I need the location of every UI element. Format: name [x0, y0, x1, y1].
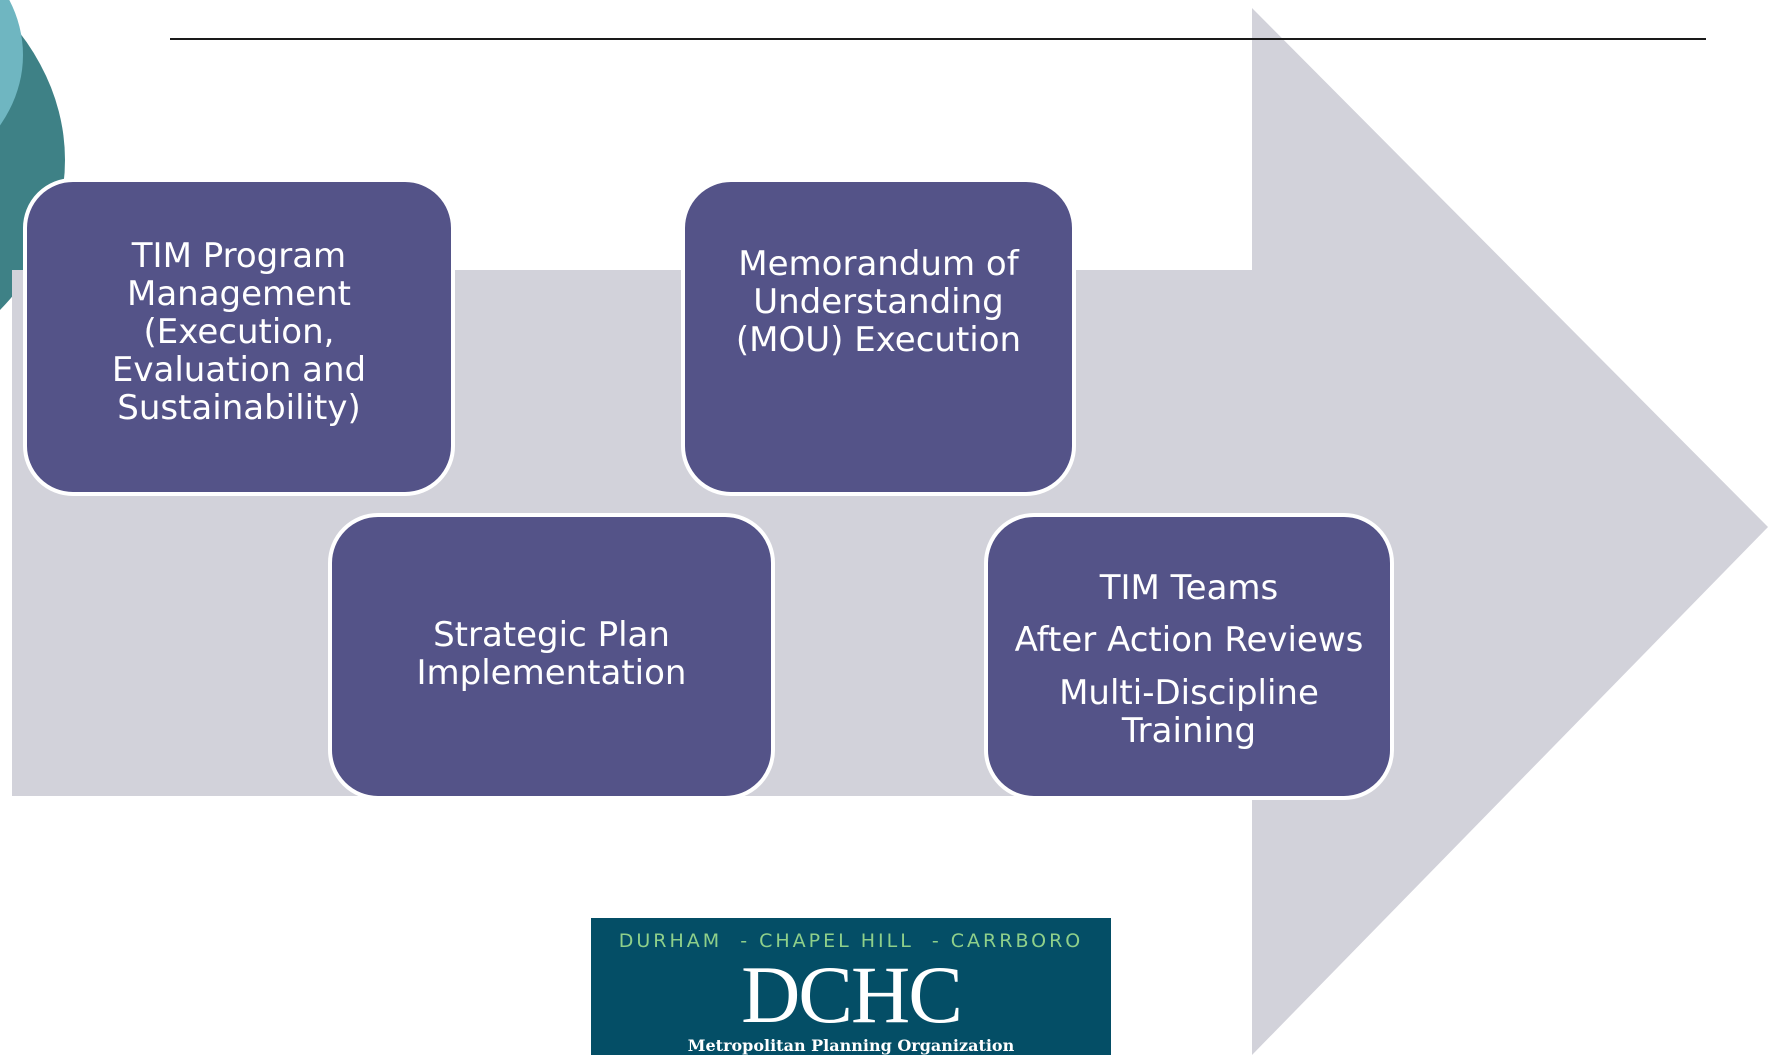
box-paragraph: TIM Teams [1100, 569, 1279, 607]
logo-tagline: DURHAM - CHAPEL HILL - CARRBORO [618, 930, 1084, 952]
box-text-line: Multi-Discipline [1059, 672, 1319, 713]
box-paragraph: After Action Reviews [1015, 621, 1364, 659]
box-text-line: (Execution, [143, 311, 335, 352]
box-text-line: Understanding [753, 281, 1004, 322]
box-text-line: Training [1121, 710, 1257, 751]
box-text-line: Memorandum of [738, 243, 1019, 284]
box-text-line: TIM Teams [1099, 568, 1279, 609]
box-text-line: Sustainability) [117, 388, 361, 429]
box-text-line: Management [127, 273, 351, 314]
dchc-mpo-logo: DURHAM - CHAPEL HILL - CARRBORO DCHC Met… [591, 918, 1111, 1055]
logo-mark: DCHC [741, 949, 963, 1040]
title-rule [170, 38, 1706, 40]
process-arrow-shape [12, 8, 1768, 1055]
box-text-line: Evaluation and [111, 350, 367, 391]
box-text-line: After Action Reviews [1014, 620, 1364, 661]
box-text-line: (MOU) Execution [735, 320, 1022, 361]
box-text-line: Implementation [416, 653, 687, 693]
box-text-line: TIM Program [131, 235, 347, 276]
teal-circle-light [0, 0, 23, 126]
box-text-line: Strategic Plan [433, 614, 670, 655]
logo-subtitle: Metropolitan Planning Organization [687, 1036, 1015, 1055]
